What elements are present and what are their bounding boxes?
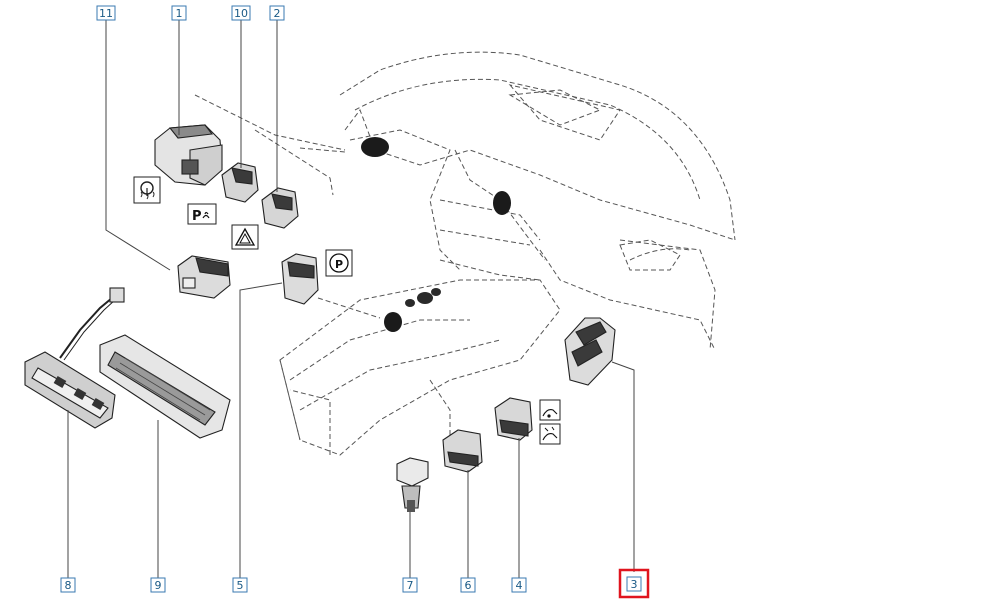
svg-text:7: 7 [407, 579, 414, 592]
callout-2[interactable]: 2 [269, 5, 285, 21]
callout-7[interactable]: 7 [402, 577, 418, 593]
part-6-switch [442, 429, 483, 473]
svg-text:P: P [192, 209, 202, 224]
parking-brake-icon: P [325, 249, 353, 277]
part-1-switch-block [154, 124, 223, 186]
part-2-switch [261, 187, 299, 229]
part-9-climate-panel [99, 334, 231, 439]
part-10-switch [221, 162, 259, 203]
dashboard-switch-locations [361, 137, 511, 332]
steering-wheel-heat-icon [133, 176, 161, 204]
svg-text:9: 9 [155, 579, 162, 592]
callout-9[interactable]: 9 [150, 577, 166, 593]
part-5-switch [281, 253, 319, 305]
callout-3-highlighted[interactable]: 3 [618, 568, 650, 599]
svg-text:P: P [335, 258, 343, 271]
svg-text:8: 8 [65, 579, 72, 592]
svg-text:11: 11 [99, 7, 113, 20]
part-4-switch [494, 397, 533, 441]
part-11-switch [177, 255, 231, 299]
callout-8[interactable]: 8 [60, 577, 76, 593]
lane-assist-icon [539, 423, 561, 445]
svg-text:1: 1 [176, 7, 183, 20]
part-7-socket [396, 457, 429, 512]
svg-text:4: 4 [516, 579, 523, 592]
dashed-connectors [194, 94, 381, 319]
leader-lines [67, 20, 635, 578]
callout-6[interactable]: 6 [460, 577, 476, 593]
callout-4[interactable]: 4 [511, 577, 527, 593]
hazard-warning-icon [231, 224, 259, 250]
hill-descent-icon [539, 399, 561, 421]
callout-10[interactable]: 10 [231, 5, 251, 21]
callout-1[interactable]: 1 [171, 5, 187, 21]
svg-text:6: 6 [465, 579, 472, 592]
svg-text:2: 2 [274, 7, 281, 20]
callout-11[interactable]: 11 [96, 5, 116, 21]
svg-text:10: 10 [234, 7, 248, 20]
callout-5[interactable]: 5 [232, 577, 248, 593]
svg-text:3: 3 [631, 578, 638, 591]
dashboard-outline [279, 51, 736, 456]
park-assist-icon: P [187, 203, 217, 225]
svg-text:5: 5 [237, 579, 244, 592]
part-8-switch-panel [24, 287, 125, 429]
part-3-switch-block [564, 317, 616, 386]
